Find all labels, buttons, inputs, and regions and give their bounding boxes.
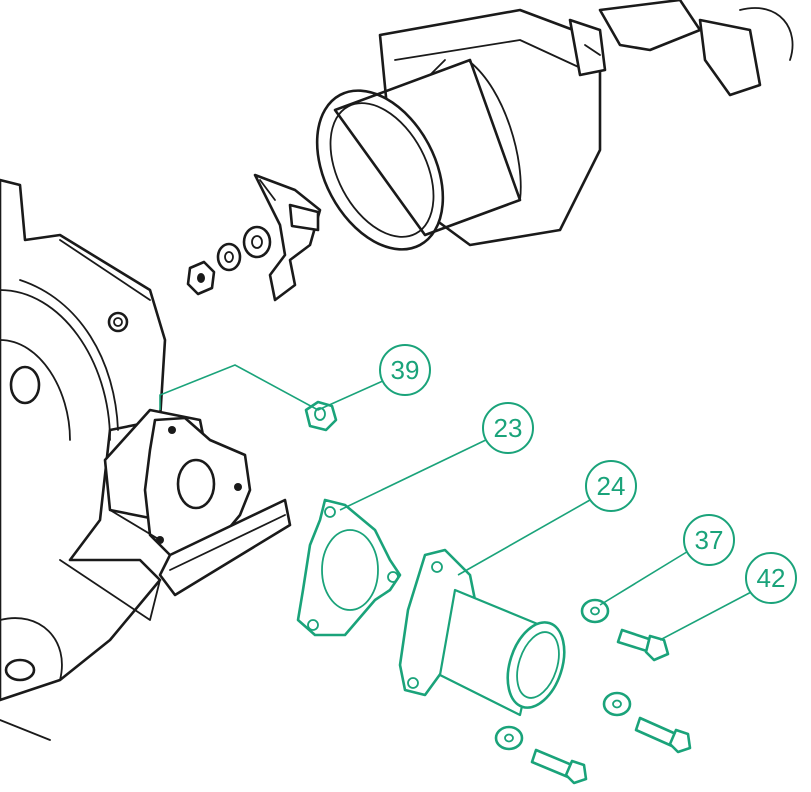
callout-23-label: 23 <box>494 413 523 443</box>
part-42-screws <box>530 628 692 785</box>
part-39-nut <box>304 400 338 432</box>
callout-42: 42 <box>745 552 797 604</box>
engine-block <box>0 178 292 741</box>
leader-lines <box>159 364 756 641</box>
callout-39: 39 <box>379 344 431 396</box>
callout-23: 23 <box>482 402 534 454</box>
part-24-intake-tube <box>398 548 566 717</box>
callout-42-label: 42 <box>757 563 786 593</box>
callout-37-label: 37 <box>695 525 724 555</box>
part-23-gasket <box>296 498 402 637</box>
upper-assembly <box>186 0 794 302</box>
callout-24: 24 <box>585 460 637 512</box>
callout-24-label: 24 <box>597 471 626 501</box>
callout-37: 37 <box>683 514 735 566</box>
part-37-washers <box>494 598 632 751</box>
callout-39-label: 39 <box>391 355 420 385</box>
